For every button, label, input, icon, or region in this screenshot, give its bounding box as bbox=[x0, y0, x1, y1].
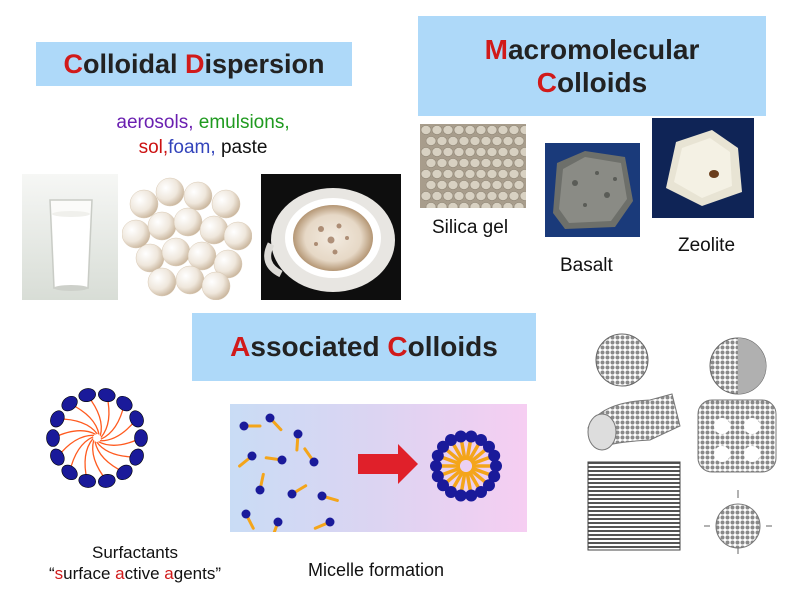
example-aerosols: aerosols bbox=[116, 112, 189, 133]
title-initial-c: C bbox=[63, 48, 83, 79]
comma-2: , bbox=[284, 112, 290, 133]
initial-a-agents: a bbox=[164, 564, 174, 583]
initial-s: s bbox=[54, 564, 64, 583]
title-rest-acromolecular: acromolecular bbox=[507, 34, 700, 65]
associated-colloids-title: Associated Colloids bbox=[192, 313, 536, 381]
silica-gel-label: Silica gel bbox=[432, 217, 509, 238]
colloid-examples-line1: aerosols, emulsions, bbox=[98, 112, 308, 134]
pearls-image bbox=[122, 174, 252, 300]
title-initial-a: A bbox=[230, 331, 251, 362]
surface-active-agents-label: “surface active agents” bbox=[30, 564, 240, 584]
milk-glass-image bbox=[22, 174, 118, 300]
title-initial-c2: C bbox=[536, 67, 557, 98]
basalt-label: Basalt bbox=[560, 255, 613, 276]
cappuccino-foam-image bbox=[261, 174, 401, 300]
title-rest-olloids-2: olloids bbox=[407, 331, 498, 362]
micelle-formation-panel bbox=[230, 404, 527, 532]
comma-1: , bbox=[188, 112, 194, 133]
zeolite-image bbox=[652, 118, 754, 218]
title-rest-olloidal: olloidal bbox=[82, 48, 185, 79]
example-sol: sol bbox=[138, 137, 163, 158]
comma-3: , bbox=[162, 137, 169, 158]
colloidal-dispersion-title: Colloidal Dispersion bbox=[36, 42, 352, 86]
example-foam: foam bbox=[168, 137, 211, 158]
macromolecular-colloids-title: Macromolecular Colloids bbox=[418, 16, 766, 116]
colloid-examples-line2: sol,foam, paste bbox=[98, 137, 308, 159]
silica-gel-image bbox=[420, 124, 526, 208]
zeolite-label: Zeolite bbox=[678, 235, 736, 256]
arrow-icon bbox=[358, 444, 418, 484]
ctive-text: ctive bbox=[124, 564, 165, 583]
open-quote: “ bbox=[48, 564, 55, 583]
example-paste: paste bbox=[220, 137, 268, 158]
gents-text: gents” bbox=[173, 564, 222, 583]
micelle-schematic bbox=[46, 388, 148, 488]
self-assembled-structures-image bbox=[580, 330, 782, 556]
example-emulsions: emulsions bbox=[198, 112, 285, 133]
title-rest-olloids: olloids bbox=[557, 67, 648, 98]
basalt-image bbox=[545, 143, 640, 237]
comma-4: , bbox=[210, 137, 221, 158]
title-rest-ssociated: ssociated bbox=[250, 331, 388, 362]
urface-text: urface bbox=[63, 564, 116, 583]
micelle-formation-label: Micelle formation bbox=[308, 560, 445, 580]
title-initial-c3: C bbox=[387, 331, 408, 362]
title-rest-ispersion: ispersion bbox=[204, 48, 325, 79]
initial-a-active: a bbox=[115, 564, 125, 583]
title-initial-m: M bbox=[484, 34, 508, 65]
title-initial-d: D bbox=[184, 48, 205, 79]
surfactants-label: Surfactants bbox=[92, 543, 178, 562]
